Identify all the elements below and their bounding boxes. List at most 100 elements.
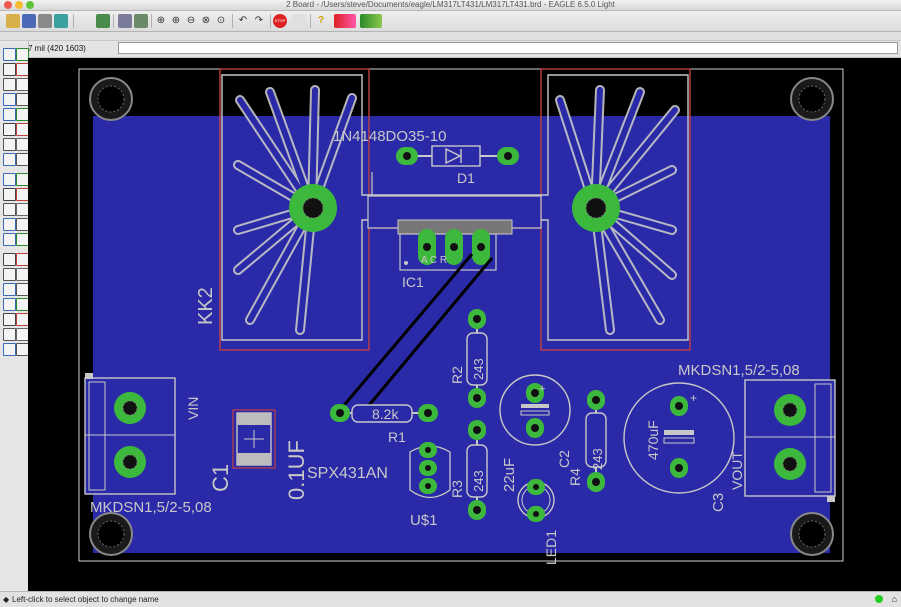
run-icon[interactable] [134, 14, 148, 28]
open-icon[interactable] [6, 14, 20, 28]
status-diamond-icon: ◆ [3, 595, 10, 604]
d1-value: 1N4148DO35-10 [333, 128, 446, 145]
move-icon[interactable] [3, 78, 16, 91]
c3-plus: + [690, 391, 697, 405]
kk2-label: KK2 [195, 287, 217, 325]
resistor-r1 [330, 404, 438, 423]
led-led1 [517, 479, 555, 522]
r4-value: 243 [590, 448, 605, 470]
diode-d1 [396, 145, 519, 167]
script-icon[interactable] [118, 14, 132, 28]
zoom-redraw-icon[interactable]: ⊗ [201, 15, 211, 26]
mounting-hole [89, 77, 133, 121]
led1-name: LED1 [543, 530, 559, 565]
drc-icon[interactable] [3, 343, 16, 356]
c1-name: C1 [208, 464, 233, 492]
c2-value: 22uF [501, 458, 518, 492]
mounting-hole [790, 512, 834, 556]
zoom-in-icon[interactable]: ⊕ [171, 15, 181, 26]
zoom-window-button[interactable] [26, 1, 34, 9]
ic1 [397, 219, 513, 271]
group-icon[interactable] [3, 108, 16, 121]
circle-icon[interactable] [3, 253, 16, 266]
coordinate-display: 7 mil (420 1603) [28, 44, 86, 53]
r1-value: 8.2k [372, 406, 399, 422]
resistor-r3 [466, 420, 488, 520]
trace [338, 253, 494, 411]
command-bar: 7 mil (420 1603) [0, 41, 901, 58]
print-icon[interactable] [38, 14, 52, 28]
hole-icon[interactable] [3, 298, 16, 311]
minimize-window-button[interactable] [15, 1, 23, 9]
ic1-pins: A C R [421, 255, 447, 266]
board-canvas[interactable]: KK2 1N4148DO35-10 D1 A C R I [28, 58, 901, 591]
window-title: 2 Board - /Users/steve/Documents/eagle/L… [286, 0, 615, 9]
smash-icon[interactable] [3, 188, 16, 201]
parameter-toolbar [0, 32, 901, 41]
u1-name: U$1 [410, 512, 438, 529]
pcb-quote-icon[interactable] [360, 14, 382, 28]
mounting-hole [89, 512, 133, 556]
route-icon[interactable] [3, 218, 16, 231]
stop-icon[interactable]: STOP [273, 14, 287, 28]
c3-value: 470uF [645, 420, 661, 460]
r3-value: 243 [471, 470, 486, 492]
status-message: Left-click to select object to change na… [12, 595, 159, 604]
help-icon[interactable]: ? [317, 15, 325, 26]
split-icon[interactable] [3, 203, 16, 216]
resistor-r2 [466, 309, 488, 408]
save-icon[interactable] [22, 14, 36, 28]
vin-label: VIN [185, 397, 201, 420]
library-icon[interactable] [96, 14, 110, 28]
regulator-u1 [409, 442, 451, 499]
capacitor-c1 [232, 409, 276, 469]
name-icon[interactable] [3, 173, 16, 186]
status-bar: ◆ Left-click to select object to change … [0, 591, 901, 607]
go-icon[interactable] [292, 14, 306, 28]
dimension-icon[interactable] [3, 313, 16, 326]
command-input[interactable] [118, 42, 898, 54]
terminal-block-right [744, 379, 836, 502]
add-icon[interactable] [3, 138, 16, 151]
board-outline [78, 68, 844, 562]
zoom-fit-icon[interactable]: ⊕ [156, 15, 166, 26]
toolbar-separator [151, 14, 152, 28]
status-lock-icon[interactable]: ⌂ [891, 594, 897, 604]
main-toolbar: ⊕ ⊕ ⊖ ⊗ ⊙ ↶ ↷ STOP ? [0, 11, 901, 32]
capacitor-c2 [499, 374, 571, 446]
auto-icon[interactable] [3, 328, 16, 341]
redo-icon[interactable]: ↷ [254, 15, 264, 26]
resistor-r4 [585, 390, 607, 492]
r2-value: 243 [471, 358, 486, 380]
u1-value: SPX431AN [307, 465, 388, 482]
cam-icon[interactable] [54, 14, 68, 28]
info-icon[interactable] [3, 48, 16, 61]
rect-icon[interactable] [3, 268, 16, 281]
mirror-icon[interactable] [3, 93, 16, 106]
c2-name: C2 [556, 450, 572, 468]
mounting-hole [790, 77, 834, 121]
via-icon[interactable] [3, 283, 16, 296]
r4-name: R4 [567, 468, 583, 486]
heatsink-pad [289, 184, 337, 232]
board-drawing[interactable]: KK2 1N4148DO35-10 D1 A C R I [28, 58, 901, 591]
ic1-name: IC1 [402, 274, 424, 290]
replace-icon[interactable] [3, 153, 16, 166]
zoom-out-icon[interactable]: ⊖ [186, 15, 196, 26]
terminal-left-value: MKDSN1,5/2-5,08 [90, 499, 212, 516]
terminal-right-value: MKDSN1,5/2-5,08 [678, 362, 800, 379]
display-icon[interactable] [3, 63, 16, 76]
r2-name: R2 [449, 366, 465, 384]
undo-icon[interactable]: ↶ [238, 15, 248, 26]
zoom-select-icon[interactable]: ⊙ [216, 15, 226, 26]
show-icon[interactable] [16, 48, 29, 61]
paste-icon[interactable] [3, 123, 16, 136]
toolbar-separator [232, 14, 233, 28]
close-window-button[interactable] [4, 1, 12, 9]
wire-icon[interactable] [3, 233, 16, 246]
terminal-block-left [84, 373, 176, 495]
toolbar-separator [310, 14, 311, 28]
vout-label: VOUT [729, 451, 745, 490]
design-link-icon[interactable] [334, 14, 356, 28]
r1-name: R1 [388, 429, 406, 445]
